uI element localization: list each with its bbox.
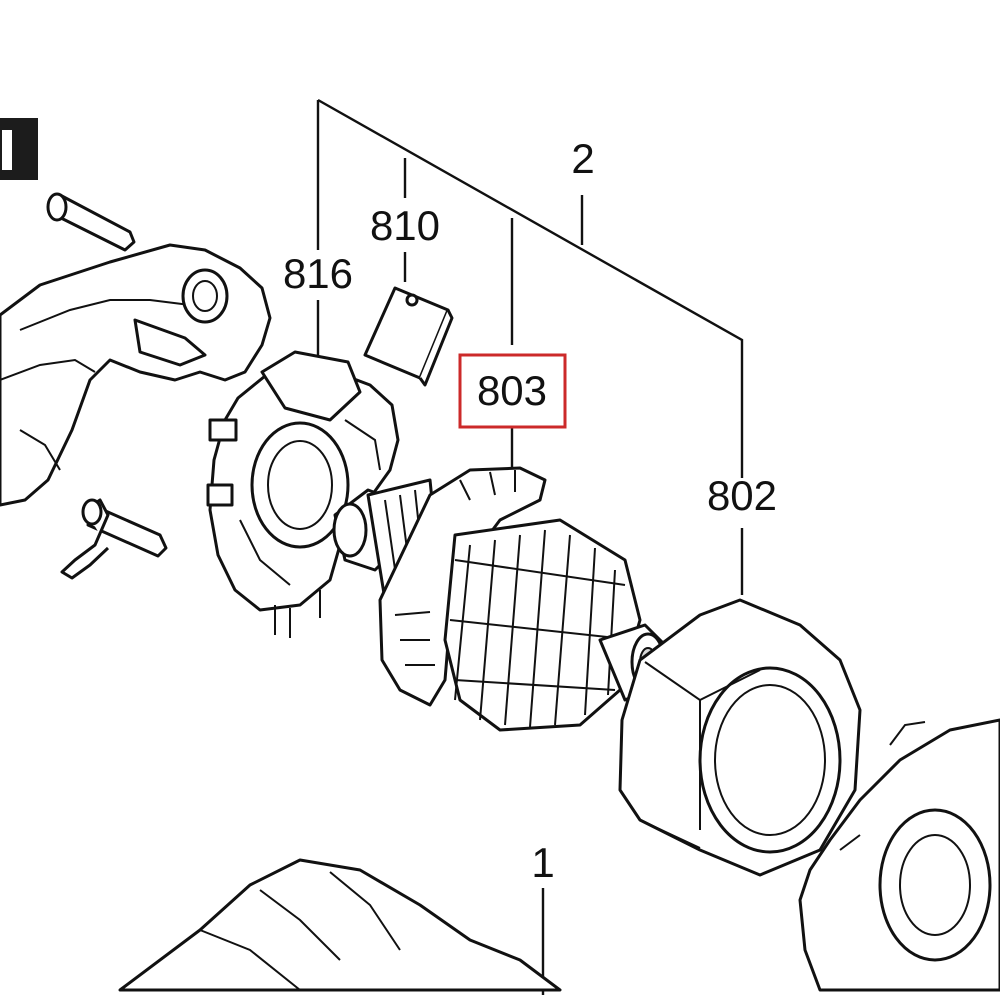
callout-labels: 2 810 816 803 802 1 [280, 135, 781, 888]
brush-housing-cover [0, 243, 272, 507]
callout-1: 1 [531, 839, 554, 886]
part-810-carbon-brush [363, 286, 454, 387]
callout-816: 816 [283, 250, 353, 297]
pin-top [46, 192, 136, 252]
part-816-brush-plate [206, 350, 400, 638]
corner-tab [0, 118, 38, 180]
highlight-box-803 [458, 353, 567, 429]
part-802-stator [618, 598, 862, 877]
callout-2: 2 [571, 135, 594, 182]
pin-bottom [60, 498, 168, 580]
part-803-armature [332, 466, 670, 732]
right-housing [798, 718, 1000, 992]
callout-803: 803 [477, 367, 547, 414]
callout-810: 810 [370, 202, 440, 249]
bottom-housing [118, 858, 562, 992]
callout-802: 802 [707, 472, 777, 519]
